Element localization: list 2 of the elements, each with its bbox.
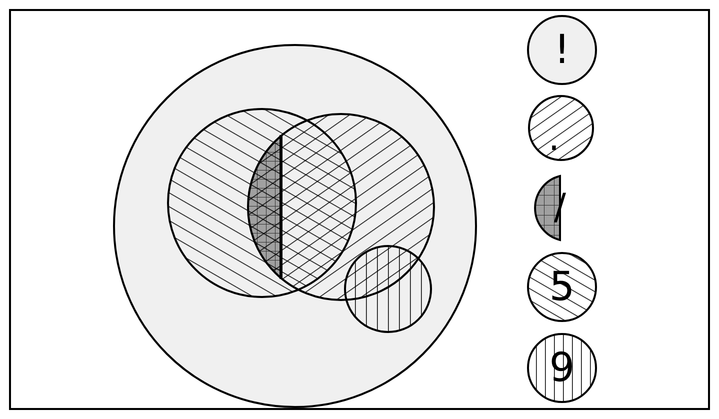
legend-symbol: ! [554,30,570,70]
legend-symbol: . [548,121,560,157]
